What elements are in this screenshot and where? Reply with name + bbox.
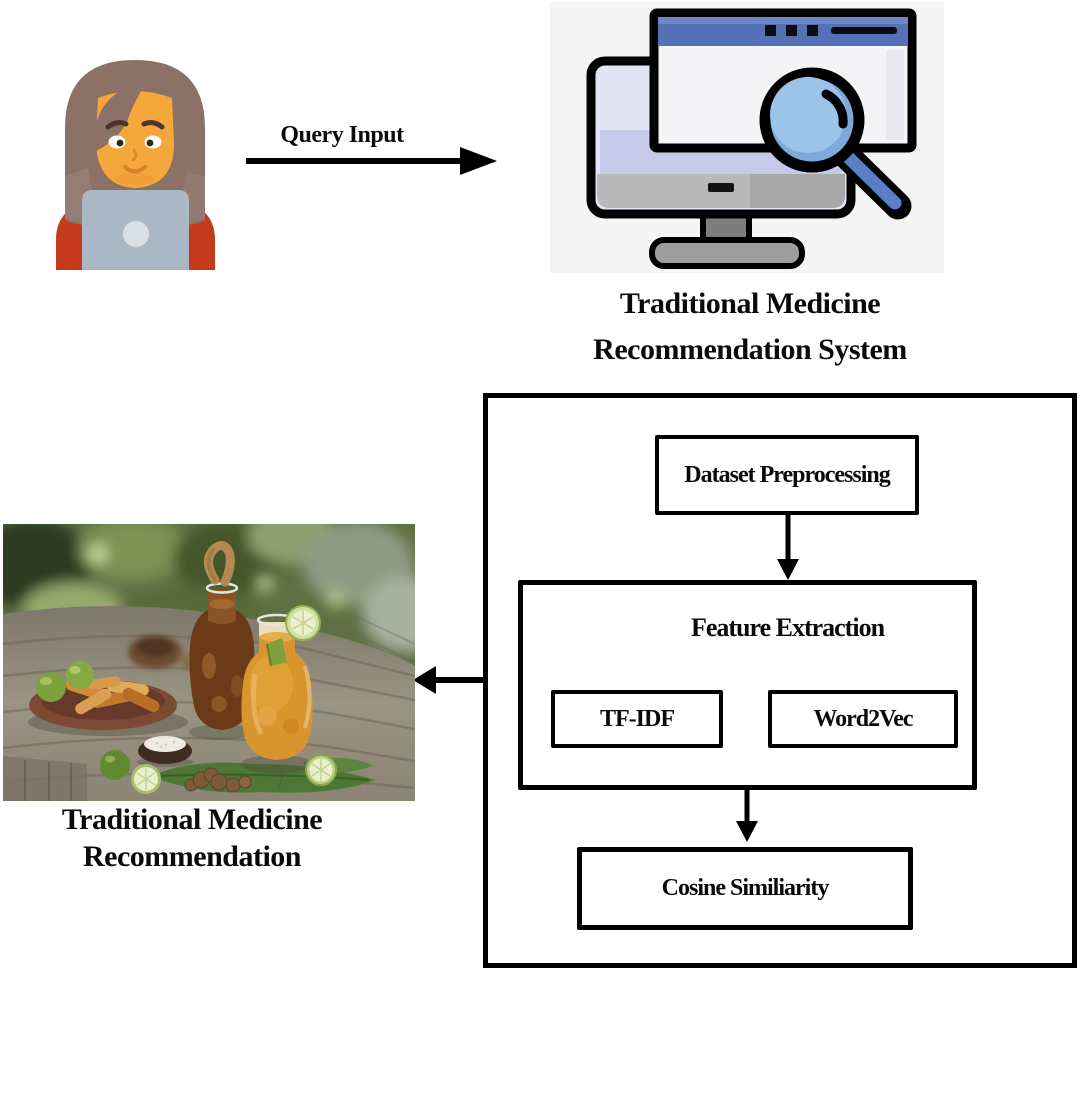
system-caption-line2: Recommendation System <box>593 333 907 366</box>
system-caption: Traditional Medicine Recommendation Syst… <box>535 281 965 373</box>
lime <box>36 672 66 702</box>
eyebrow-left <box>105 120 129 130</box>
plate-with-turmeric <box>29 661 177 730</box>
flow-node-tfidf: TF-IDF <box>551 690 723 748</box>
traditional-medicine-drinks-photo <box>3 524 415 801</box>
magnifier-icon <box>759 67 912 220</box>
woman-at-laptop-icon <box>28 48 243 270</box>
face <box>93 82 174 188</box>
nose <box>131 148 138 162</box>
browser-titlebar-dots <box>765 25 818 36</box>
mouth <box>123 165 147 174</box>
orange-jamu-carafe <box>241 605 321 760</box>
flow-node-word2vec: Word2Vec <box>768 690 958 748</box>
arrow-down-icon <box>736 790 758 842</box>
browser-titlebar-bar <box>831 27 897 34</box>
laptop <box>82 190 189 270</box>
flow-node-feature-extraction: Feature Extraction TF-IDF Word2Vec <box>518 580 977 790</box>
result-caption: Traditional Medicine Recommendation <box>0 801 384 875</box>
eyebrow-right <box>141 120 165 130</box>
result-arrow-left-icon <box>413 666 484 694</box>
query-input-label: Query Input <box>280 122 404 148</box>
arrow-down-icon <box>777 515 799 580</box>
dark-jamu-bottle <box>189 541 255 730</box>
limes-front <box>100 750 161 794</box>
result-caption-line2: Recommendation <box>83 840 301 873</box>
feature-extraction-title: Feature Extraction <box>690 613 885 642</box>
ginger-roots <box>184 767 252 793</box>
system-caption-line1: Traditional Medicine <box>619 287 881 320</box>
flow-node-cosine-similarity: Cosine Similiarity <box>577 847 913 930</box>
query-arrow-right-icon <box>246 147 497 175</box>
monitor-with-magnifier-icon <box>550 2 944 273</box>
cut-lime-right <box>305 754 337 786</box>
lime-slice-on-rim <box>285 605 321 641</box>
lime <box>66 661 94 689</box>
result-caption-line1: Traditional Medicine <box>61 803 323 836</box>
bowl-of-rice-paste <box>137 736 193 767</box>
flowchart-outer-box: Dataset Preprocessing Feature Extraction… <box>483 393 1077 968</box>
flow-node-dataset-preprocessing: Dataset Preprocessing <box>655 435 919 515</box>
